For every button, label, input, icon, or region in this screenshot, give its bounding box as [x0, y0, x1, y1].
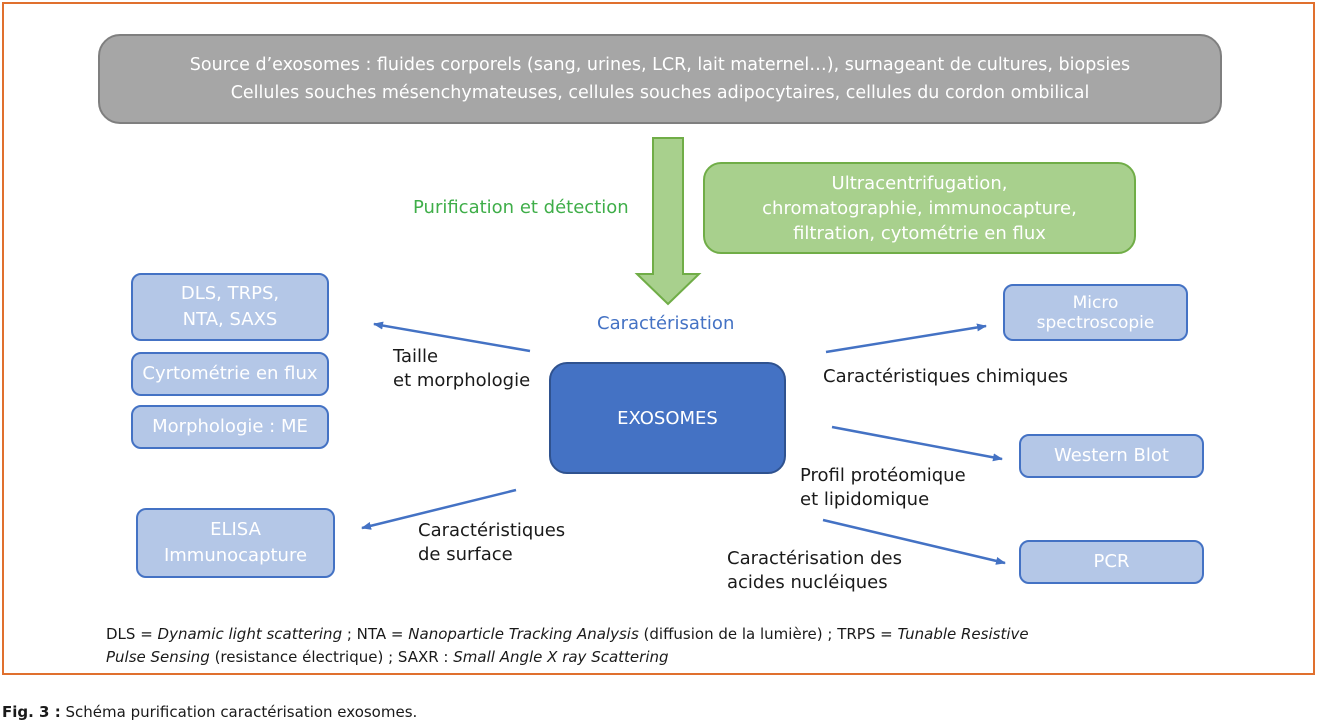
proteomic-line-2: et lipidomique [800, 489, 930, 510]
arrow-nucleic [822, 518, 1006, 565]
micro-line-2: spectroscopie [1036, 312, 1155, 333]
exosomes-title: EXOSOMES [617, 407, 718, 429]
size-method-line-1: DLS, TRPS, [180, 283, 280, 304]
note-italic-1: Dynamic light scattering [157, 625, 343, 643]
source-line-2: Cellules souches mésenchymateuses, cellu… [230, 83, 1090, 103]
caption-text: Schéma purification caractérisation exos… [60, 703, 418, 721]
purification-label: Purification et détection [413, 197, 629, 218]
arrow-size [373, 321, 531, 353]
source-line-1: Source d’exosomes : fluides corporels (s… [189, 55, 1131, 75]
size-label-line-2: et morphologie [393, 370, 531, 391]
western-blot-label: Western Blot [1054, 445, 1169, 466]
exosomes-center-box: EXOSOMES [549, 362, 786, 474]
note-text-2: ; NTA = [342, 625, 409, 643]
flow-cytometry-label: Cyrtométrie en flux [142, 363, 318, 384]
purification-method-1: Ultracentrifugation, [831, 172, 1008, 194]
nucleic-label: Caractérisation des acides nucléiques [727, 547, 902, 595]
morphology-box: Morphologie : ME [131, 405, 329, 449]
proteomic-line-1: Profil protéomique [800, 465, 966, 486]
surface-method-line-2: Immunocapture [163, 545, 308, 566]
purification-methods-box: Ultracentrifugation, chromatographie, im… [703, 162, 1136, 254]
note-text-4: (resistance électrique) ; SAXR : [209, 648, 454, 666]
surface-label-line-2: de surface [418, 544, 513, 565]
size-methods-box: DLS, TRPS, NTA, SAXS [131, 273, 329, 341]
pcr-box: PCR [1019, 540, 1204, 584]
note-text-1: DLS = [106, 625, 158, 643]
figure-frame [2, 2, 1315, 675]
chemical-label: Caractéristiques chimiques [823, 366, 1069, 387]
characterisation-label: Caractérisation [597, 313, 735, 334]
figure-caption: Fig. 3 : Schéma purification caractérisa… [2, 703, 417, 721]
purification-method-2: chromatographie, immunocapture, [762, 197, 1077, 219]
micro-line-1: Micro [1072, 292, 1119, 313]
western-blot-box: Western Blot [1019, 434, 1204, 478]
arrow-proteomic [831, 425, 1003, 462]
caption-label: Fig. 3 : [2, 703, 61, 721]
size-method-line-2: NTA, SAXS [182, 309, 278, 330]
microspectroscopy-box: Micro spectroscopie [1003, 284, 1188, 341]
note-italic-4: Pulse Sensing [106, 648, 210, 666]
surface-methods-box: ELISA Immunocapture [136, 508, 335, 578]
note-line-2: Pulse Sensing (resistance électrique) ; … [106, 646, 1029, 669]
arrow-chemical [825, 323, 987, 354]
flow-cytometry-box: Cyrtométrie en flux [131, 352, 329, 396]
proteomic-label: Profil protéomique et lipidomique [800, 464, 966, 512]
note-italic-2: Nanoparticle Tracking Analysis [408, 625, 639, 643]
nucleic-line-2: acides nucléiques [727, 572, 888, 593]
pcr-label: PCR [1093, 551, 1130, 572]
surface-method-line-1: ELISA [210, 519, 261, 540]
purification-down-arrow [634, 137, 702, 306]
arrow-surface [361, 488, 517, 530]
note-italic-5: Small Angle X ray Scattering [453, 648, 669, 666]
surface-label-line-1: Caractéristiques [418, 520, 566, 541]
exosome-source-box: Source d’exosomes : fluides corporels (s… [98, 34, 1222, 124]
note-line-1: DLS = Dynamic light scattering ; NTA = N… [106, 623, 1029, 646]
note-text-3: (diffusion de la lumière) ; TRPS = [638, 625, 898, 643]
surface-label: Caractéristiques de surface [418, 519, 565, 567]
note-italic-3: Tunable Resistive [897, 625, 1029, 643]
abbreviation-note: DLS = Dynamic light scattering ; NTA = N… [106, 623, 1029, 669]
nucleic-line-1: Caractérisation des [727, 548, 902, 569]
size-morphology-label: Taille et morphologie [393, 345, 530, 393]
size-label-line-1: Taille [393, 346, 439, 367]
morphology-label: Morphologie : ME [152, 416, 308, 437]
purification-method-3: filtration, cytométrie en flux [793, 222, 1046, 244]
